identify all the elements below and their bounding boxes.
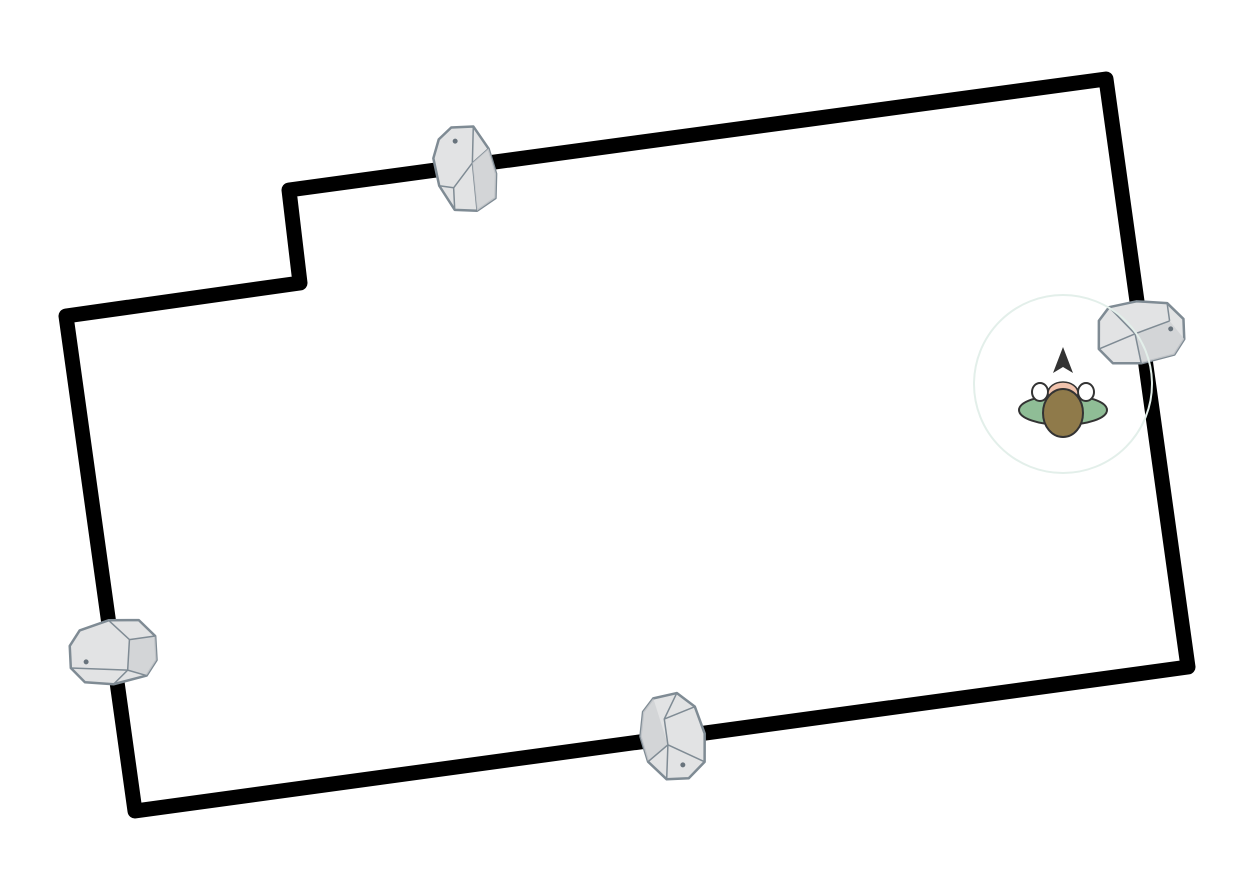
rock-facets [1098, 302, 1171, 364]
player-left-hand [1031, 382, 1049, 402]
rock-shadow [472, 148, 497, 211]
player-range-ring [973, 294, 1153, 474]
rock-shadow [127, 635, 157, 676]
player-heading-arrow-icon [1053, 347, 1073, 373]
rock-facets [70, 619, 156, 685]
rock-obstacle-bottom[interactable] [635, 690, 710, 784]
player-character[interactable] [973, 294, 1153, 474]
rock-facets [647, 692, 705, 780]
rock-marker-dot [680, 762, 686, 768]
rock-marker-dot [452, 138, 458, 144]
rock-marker-dot [1168, 326, 1174, 332]
rock-shadow [640, 698, 668, 762]
rock-marker-dot [83, 659, 89, 665]
player-right-hand [1077, 382, 1095, 402]
player-body [1042, 388, 1084, 438]
rock-obstacle-top[interactable] [429, 122, 500, 216]
room-wall [58, 71, 1196, 819]
rock-obstacle-left[interactable] [65, 614, 161, 690]
